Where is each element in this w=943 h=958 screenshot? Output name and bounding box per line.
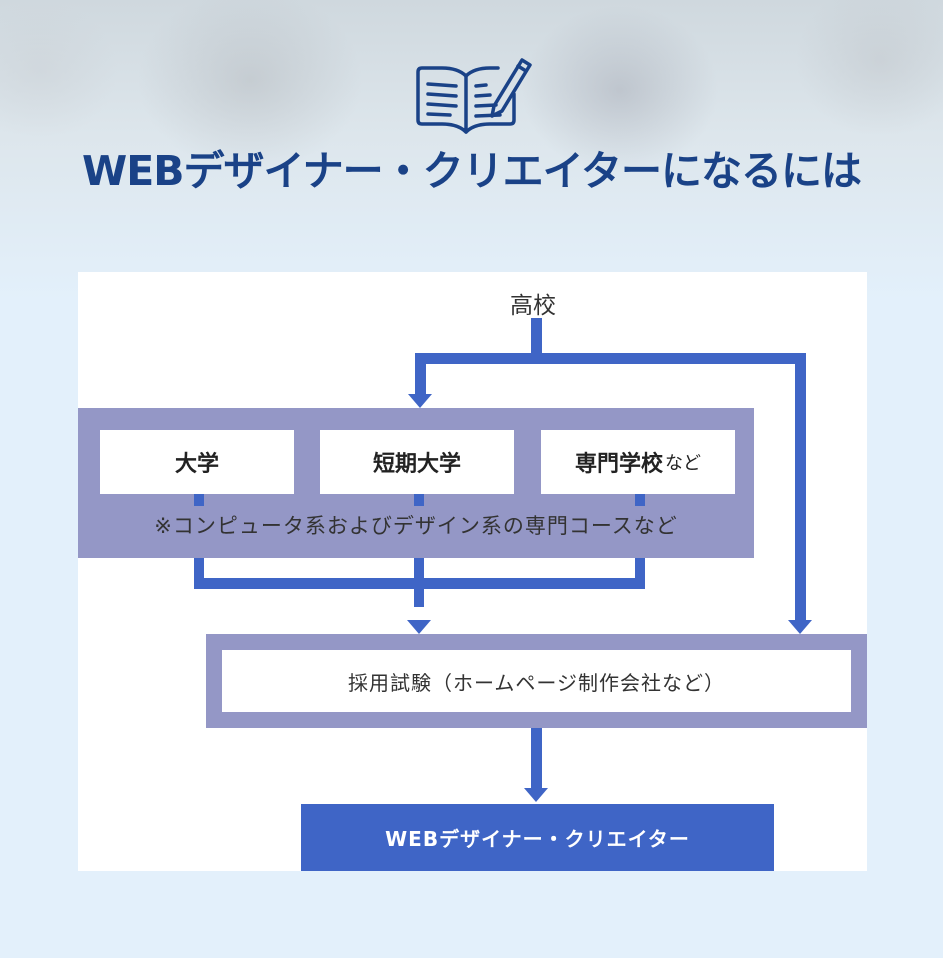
course-note: ※コンピュータ系およびデザイン系の専門コースなど [154,514,678,538]
result-box-web-designer: WEBデザイナー・クリエイター [301,804,774,871]
hero-background [0,0,943,300]
arrow-down-icon [524,788,548,802]
connector-stub [635,494,645,506]
connector-line [415,353,805,364]
connector-line [194,578,645,589]
school-label-suffix: など [665,453,701,474]
arrow-down-icon [788,620,812,634]
page-title: WEBデザイナー・クリエイターになるには [81,147,862,195]
connector-stub [194,494,204,506]
connector-line [635,558,645,588]
school-options-band: 大学 短期大学 専門学校など ※コンピュータ系およびデザイン系の専門コースなど [78,408,754,558]
school-label: 大学 [174,452,219,477]
school-box-university: 大学 [100,430,294,494]
employment-exam-band: 採用試験（ホームページ制作会社など） [206,634,867,728]
school-box-junior-college: 短期大学 [320,430,514,494]
school-box-vocational-school: 専門学校など [541,430,735,494]
connector-line [415,353,426,396]
employment-exam-box: 採用試験（ホームページ制作会社など） [222,650,851,712]
book-pen-icon [416,58,532,134]
connector-line [531,318,542,362]
connector-line [194,558,204,588]
arrow-down-icon [408,394,432,408]
start-label-high-school: 高校 [510,293,556,319]
connector-line [531,728,542,790]
arrow-down-icon [407,620,431,634]
school-label: 専門学校 [574,452,663,477]
school-label: 短期大学 [372,452,461,477]
career-path-diagram: 高校 大学 短期大学 専門学校など ※コンピュータ系およびデザイン系の専門コース… [78,272,867,871]
connector-stub [414,494,424,506]
connector-line [795,353,806,622]
